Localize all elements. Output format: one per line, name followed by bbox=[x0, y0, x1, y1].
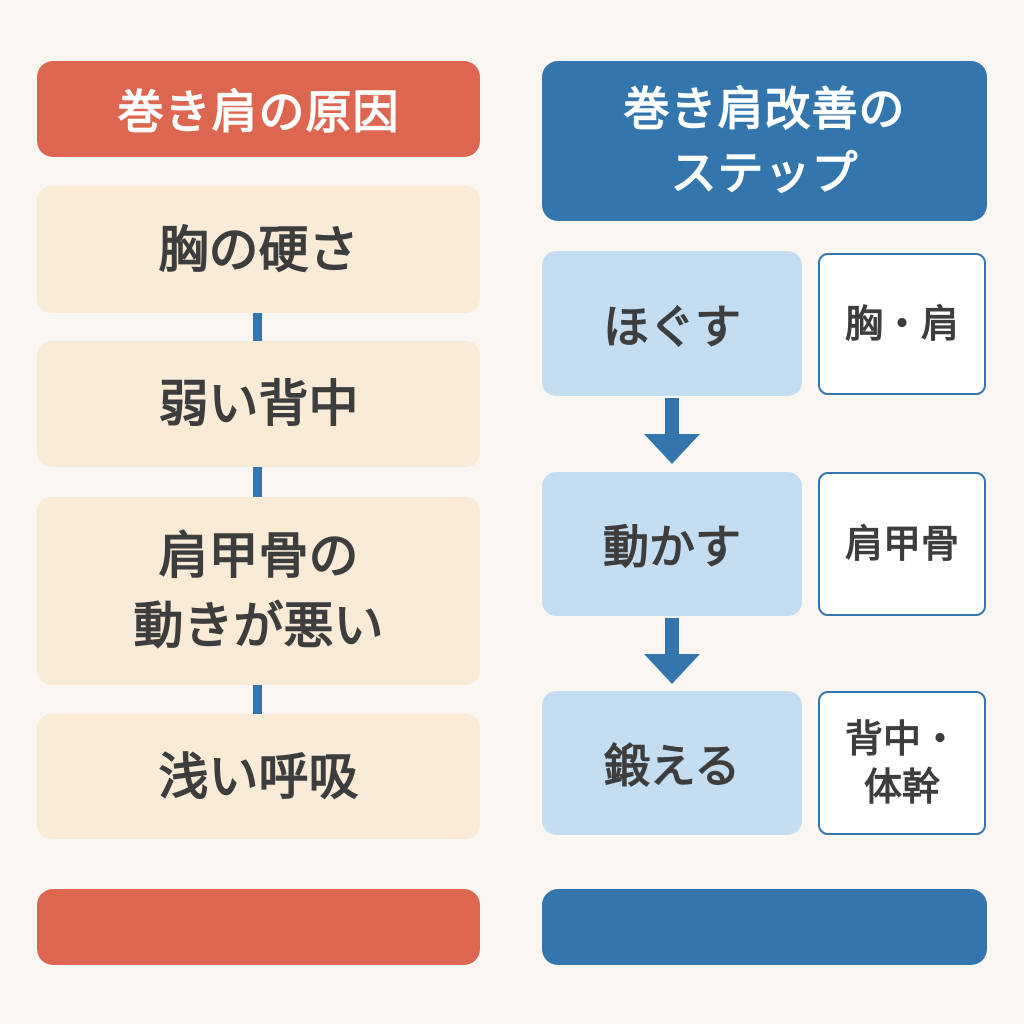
cause-connector bbox=[253, 685, 262, 714]
steps-footer-bar bbox=[542, 889, 987, 965]
step-move: 動かす bbox=[542, 472, 802, 616]
cause-chest-stiffness: 胸の硬さ bbox=[37, 186, 480, 313]
step-loosen: ほぐす bbox=[542, 251, 802, 396]
cause-scapula-movement: 肩甲骨の 動きが悪い bbox=[37, 497, 480, 685]
causes-header: 巻き肩の原因 bbox=[37, 61, 480, 157]
step-strengthen: 鍛える bbox=[542, 691, 802, 835]
cause-connector bbox=[253, 467, 262, 497]
step-move-target: 肩甲骨 bbox=[818, 472, 986, 616]
causes-footer-bar bbox=[37, 889, 480, 965]
step-loosen-target: 胸・肩 bbox=[818, 253, 986, 395]
down-arrow-icon bbox=[644, 618, 700, 684]
steps-header: 巻き肩改善の ステップ bbox=[542, 61, 987, 221]
cause-weak-back: 弱い背中 bbox=[37, 341, 480, 467]
step-strengthen-target: 背中・ 体幹 bbox=[818, 691, 986, 835]
cause-shallow-breathing: 浅い呼吸 bbox=[37, 714, 480, 839]
cause-connector bbox=[253, 313, 262, 341]
down-arrow-icon bbox=[644, 398, 700, 464]
